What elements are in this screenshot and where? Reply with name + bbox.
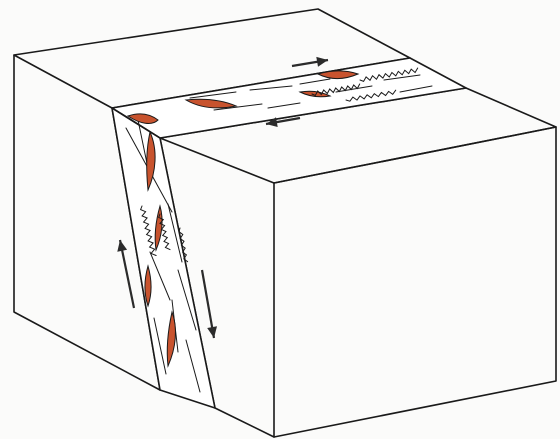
blocks-group — [14, 9, 556, 437]
arrow-right-down-head — [207, 326, 217, 338]
arrow-left-up-head — [117, 240, 127, 252]
arrow-top-upper-head — [316, 57, 328, 67]
right-block-side-face — [274, 127, 556, 437]
